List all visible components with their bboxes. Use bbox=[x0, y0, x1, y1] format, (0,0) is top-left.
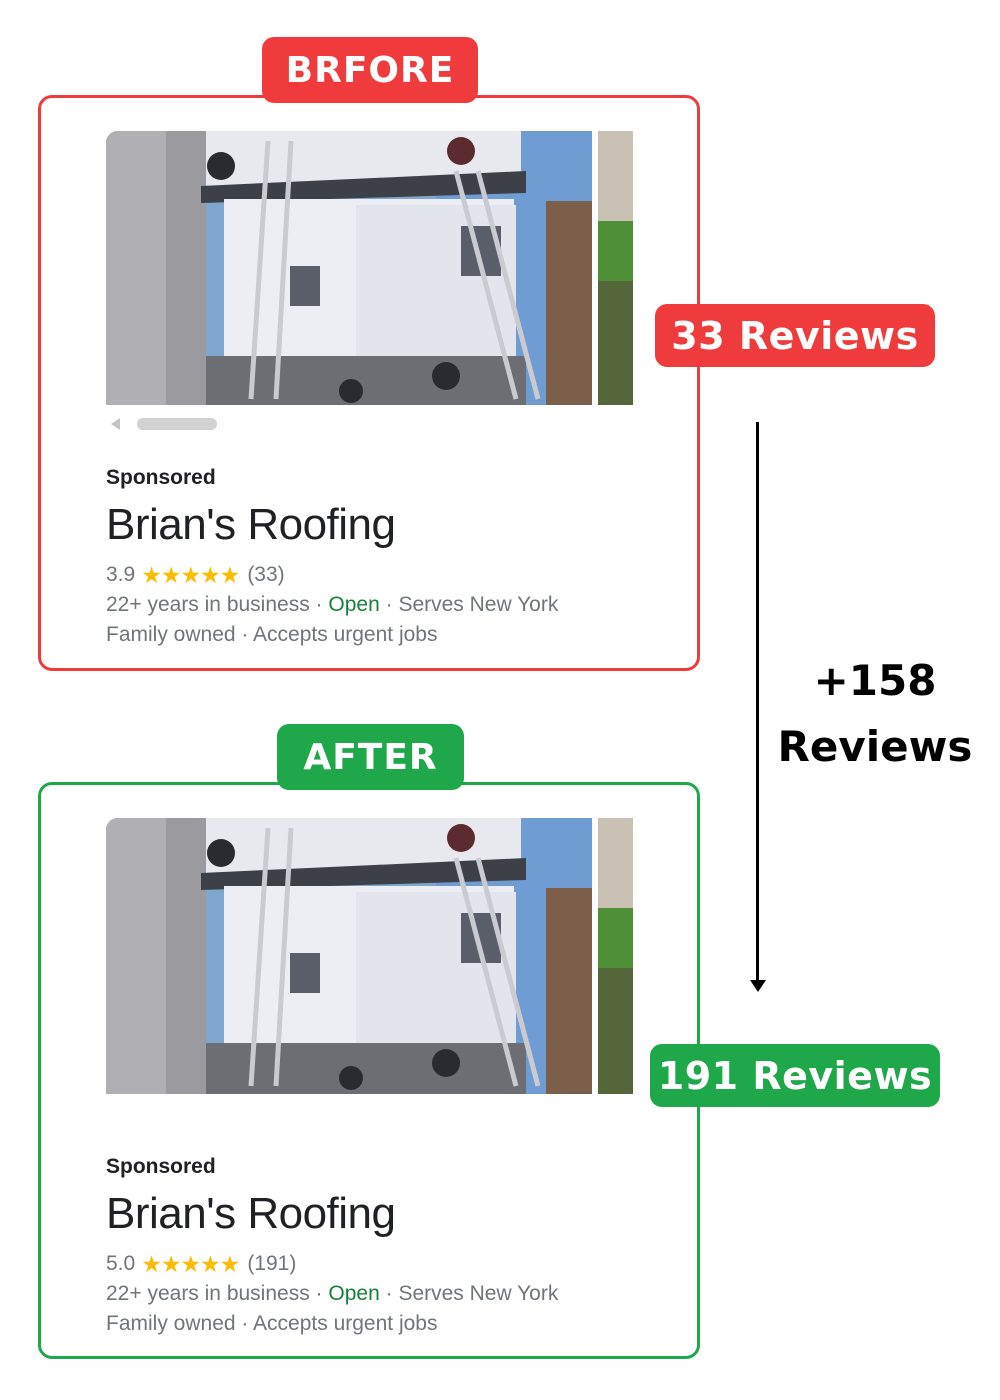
sponsored-label: Sponsored bbox=[106, 466, 216, 489]
rating-row: 3.9 ★★★★★ (33) bbox=[106, 560, 677, 590]
roof-photo-image bbox=[106, 818, 592, 1094]
roof-photo[interactable] bbox=[106, 818, 592, 1094]
open-status: Open bbox=[328, 1282, 380, 1305]
separator: · bbox=[379, 1282, 399, 1305]
down-arrow-icon bbox=[750, 980, 766, 992]
after-review-count-badge: 191 Reviews bbox=[650, 1044, 940, 1107]
business-attributes: Family owned · Accepts urgent jobs bbox=[106, 1312, 438, 1335]
service-area: Serves New York bbox=[398, 1282, 559, 1305]
rating-value: 3.9 bbox=[106, 563, 136, 586]
roof-photo-next-image bbox=[598, 131, 633, 405]
star-rating-icon: ★★★★★ bbox=[141, 561, 240, 588]
business-details: 22+ years in business · Open · Serves Ne… bbox=[106, 1279, 677, 1309]
service-area: Serves New York bbox=[398, 593, 559, 616]
roof-photo-image bbox=[106, 131, 592, 405]
star-rating-icon: ★★★★★ bbox=[141, 1250, 240, 1277]
business-name[interactable]: Brian's Roofing bbox=[106, 1189, 396, 1238]
review-delta-number: +158 bbox=[813, 656, 937, 705]
review-delta-label: Reviews bbox=[777, 722, 973, 771]
review-count[interactable]: (33) bbox=[247, 563, 285, 586]
before-card: Sponsored Brian's Roofing 3.9 ★★★★★ (33)… bbox=[38, 95, 700, 671]
scroll-thumb[interactable] bbox=[137, 418, 217, 430]
business-attributes: Family owned · Accepts urgent jobs bbox=[106, 623, 438, 646]
years-in-business: 22+ years in business bbox=[106, 1282, 310, 1305]
business-details: 22+ years in business · Open · Serves Ne… bbox=[106, 590, 677, 620]
review-delta: +158 Reviews bbox=[775, 648, 975, 780]
after-tag: AFTER bbox=[277, 724, 464, 790]
sponsored-label: Sponsored bbox=[106, 1155, 216, 1178]
roof-photo-next[interactable] bbox=[598, 131, 633, 405]
down-arrow-line bbox=[756, 422, 759, 988]
before-tag: BRFORE bbox=[262, 37, 478, 103]
carousel-scrollbar[interactable] bbox=[111, 417, 221, 431]
roof-photo-next[interactable] bbox=[598, 818, 633, 1094]
listing-info: Sponsored Brian's Roofing 3.9 ★★★★★ (33)… bbox=[106, 466, 677, 650]
rating-row: 5.0 ★★★★★ (191) bbox=[106, 1249, 677, 1279]
roof-photo[interactable] bbox=[106, 131, 592, 405]
years-in-business: 22+ years in business bbox=[106, 593, 310, 616]
separator: · bbox=[379, 593, 399, 616]
open-status: Open bbox=[328, 593, 380, 616]
rating-value: 5.0 bbox=[106, 1252, 136, 1275]
separator: · bbox=[309, 593, 329, 616]
separator: · bbox=[309, 1282, 329, 1305]
after-card: Sponsored Brian's Roofing 5.0 ★★★★★ (191… bbox=[38, 782, 700, 1359]
roof-photo-next-image bbox=[598, 818, 633, 1094]
listing-info: Sponsored Brian's Roofing 5.0 ★★★★★ (191… bbox=[106, 1155, 677, 1339]
scroll-left-icon[interactable] bbox=[111, 418, 120, 430]
before-review-count-badge: 33 Reviews bbox=[655, 304, 935, 367]
business-name[interactable]: Brian's Roofing bbox=[106, 500, 396, 549]
review-count[interactable]: (191) bbox=[247, 1252, 297, 1275]
